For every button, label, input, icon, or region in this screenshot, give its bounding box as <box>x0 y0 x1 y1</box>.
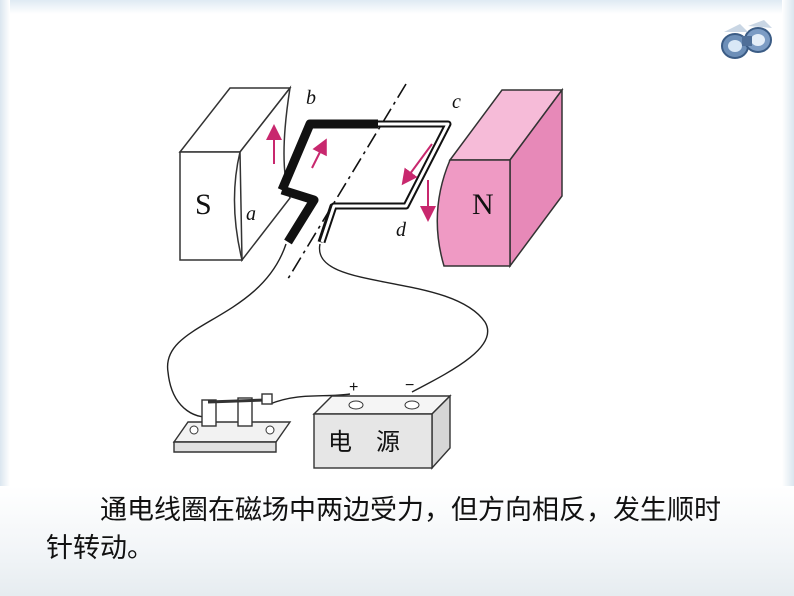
coil-front-white <box>318 120 452 244</box>
current-arrow-cd <box>401 143 433 186</box>
label-c: c <box>452 91 461 113</box>
label-a: a <box>246 203 256 225</box>
binocular-icon <box>721 20 772 59</box>
label-d: d <box>396 219 407 241</box>
pole-south-label: S <box>195 188 212 221</box>
frame-top <box>0 0 794 14</box>
frame-right <box>782 0 794 596</box>
power-source-label: 电 源 <box>328 428 400 456</box>
wire-right <box>319 243 489 393</box>
rotation-axis <box>285 83 407 283</box>
caption: 通电线圈在磁场中两边受力，但方向相反，发生顺时针转动。 <box>46 495 721 564</box>
frame-left <box>0 0 10 596</box>
north-magnet <box>436 87 564 269</box>
terminal-plus: + <box>349 379 358 396</box>
power-source <box>312 394 452 470</box>
label-b: b <box>306 87 316 109</box>
wire-switch-to-source <box>269 393 351 405</box>
terminal-minus: − <box>405 377 414 394</box>
wire-left <box>167 243 287 418</box>
current-arrow-ab <box>311 138 327 169</box>
coil-front-black <box>277 119 378 245</box>
motor-diagram: S N a b c d + − 电 <box>167 83 564 470</box>
pole-north-label: N <box>472 188 494 221</box>
frame-bottom <box>0 486 794 596</box>
south-magnet <box>178 85 292 263</box>
switch <box>172 393 292 453</box>
